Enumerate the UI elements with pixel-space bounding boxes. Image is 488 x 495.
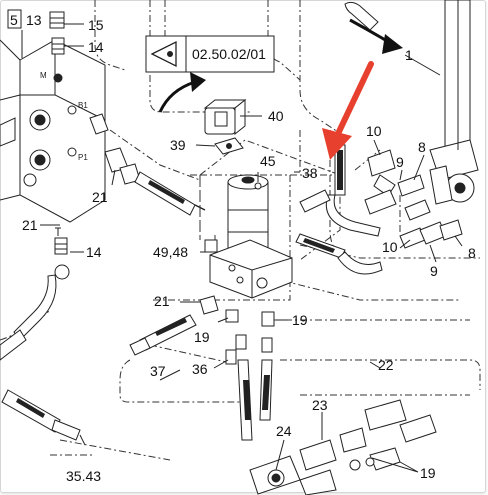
callout-10: 10 (366, 123, 382, 139)
couplings-bottom (249, 399, 437, 495)
callout-5: 5 (10, 12, 18, 28)
hydraulic-lines (0, 0, 481, 461)
hose-37 (129, 314, 197, 356)
callout-24: 24 (276, 423, 292, 439)
svg-text:P1: P1 (78, 153, 88, 162)
accumulator-45 (227, 174, 269, 251)
fittings-19-36 (199, 295, 275, 365)
callout-15: 15 (88, 17, 104, 33)
hose-38 (299, 144, 381, 237)
callout-10-lower: 10 (382, 239, 398, 255)
solenoid-40 (203, 98, 247, 136)
callout-14-lower: 14 (86, 244, 102, 260)
cylinder-1 (429, 0, 479, 205)
valve-body-49-48 (204, 239, 293, 299)
callout-1: 1 (405, 47, 413, 63)
callout-13: 13 (26, 12, 42, 28)
fitting-15 (49, 11, 65, 29)
callout-49-48: 49,48 (153, 244, 188, 260)
fitting-14-lower (54, 227, 68, 255)
reference-text: 02.50.02/01 (192, 46, 266, 62)
callout-19-right: 19 (292, 312, 308, 328)
callout-21-center: 21 (154, 293, 170, 309)
fitting-21-left (89, 113, 141, 185)
fittings-right-top (364, 149, 431, 221)
bracket-top-right (344, 1, 379, 31)
callout-37: 37 (150, 363, 166, 379)
callout-38: 38 (302, 165, 318, 181)
callout-14: 14 (88, 39, 104, 55)
leader-lines (21, 23, 463, 473)
callout-21-left: 21 (22, 217, 38, 233)
svg-text:M: M (40, 71, 47, 80)
callout-labels: 5 13 15 14 1 40 39 10 45 38 9 8 21 21 14… (7, 9, 476, 484)
hoses-vertical (237, 359, 273, 441)
hose-21 (134, 171, 206, 216)
callout-8-lower: 8 (468, 245, 476, 261)
callout-45: 45 (260, 153, 276, 169)
callout-21: 21 (92, 189, 108, 205)
callout-8: 8 (418, 139, 426, 155)
manifold-block: B1 P1 M (0, 39, 106, 223)
reference-box[interactable]: 02.50.02/01 (145, 35, 275, 73)
svg-text:B1: B1 (78, 101, 88, 110)
highlight-arrow (322, 61, 374, 160)
callout-23: 23 (312, 397, 328, 413)
gasket-39 (214, 137, 244, 155)
eye-view-icon (150, 40, 177, 68)
callout-39: 39 (170, 137, 186, 153)
callout-9-lower: 9 (430, 263, 438, 279)
callout-9: 9 (396, 154, 404, 170)
callout-40: 40 (268, 108, 284, 124)
fitting-14-top (51, 37, 65, 83)
callout-19-left: 19 (194, 329, 210, 345)
hose-35-43 (0, 264, 81, 441)
callout-35-43: 35.43 (66, 468, 101, 484)
callout-22: 22 (378, 357, 394, 373)
callout-36: 36 (192, 361, 208, 377)
callout-19-bottom: 19 (420, 465, 436, 481)
